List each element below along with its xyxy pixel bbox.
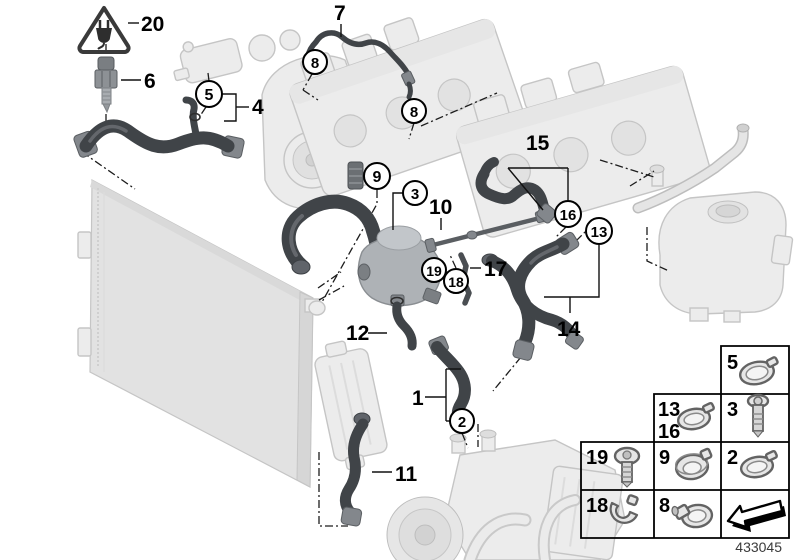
callout-5[interactable]: 5 xyxy=(195,80,223,108)
expansion-tank-ghost xyxy=(658,191,794,323)
legend-cell-5[interactable]: 5 xyxy=(727,352,782,387)
callout-6[interactable]: 6 xyxy=(144,70,156,93)
callout-lines xyxy=(121,22,600,473)
hose-clamp-icon xyxy=(739,356,779,386)
callout-8-right[interactable]: 8 xyxy=(401,98,427,124)
svg-text:2: 2 xyxy=(727,447,738,469)
legend-cell-13-16[interactable]: 13 16 xyxy=(658,399,717,443)
callout-14[interactable]: 14 xyxy=(557,318,581,341)
svg-text:13: 13 xyxy=(591,224,608,241)
oil-cooler-hose-part11[interactable] xyxy=(339,412,371,527)
circled-callouts: 5 8 8 9 3 16 13 19 xyxy=(195,49,613,434)
callout-3[interactable]: 3 xyxy=(402,180,428,206)
svg-text:8: 8 xyxy=(659,495,670,517)
legend-cell-2[interactable]: 2 xyxy=(727,447,780,480)
legend-cell-9[interactable]: 9 xyxy=(659,447,715,481)
callout-18[interactable]: 18 xyxy=(443,268,469,294)
coolant-pipe-ghost xyxy=(632,123,750,214)
callout-2[interactable]: 2 xyxy=(449,408,475,434)
callout-20[interactable]: 20 xyxy=(141,13,164,36)
callout-19[interactable]: 19 xyxy=(421,257,447,283)
hose-clamp-band-icon xyxy=(674,447,713,481)
legend-cell-3[interactable]: 3 xyxy=(727,393,770,438)
callout-12[interactable]: 12 xyxy=(346,322,369,345)
svg-text:8: 8 xyxy=(410,104,418,121)
svg-text:5: 5 xyxy=(727,352,738,374)
callout-17[interactable]: 17 xyxy=(484,258,507,281)
fasteners-legend-table: 5 13 16 3 xyxy=(580,345,790,539)
legend-cell-19[interactable]: 19 xyxy=(586,446,641,488)
callout-8-left[interactable]: 8 xyxy=(302,49,328,75)
svg-text:19: 19 xyxy=(426,263,442,279)
hose-clamp-icon xyxy=(676,401,715,431)
svg-text:19: 19 xyxy=(586,447,608,469)
retaining-clip-icon xyxy=(609,494,639,524)
hex-bolt-icon xyxy=(746,393,770,438)
callout-13[interactable]: 13 xyxy=(585,217,613,245)
heater-hoses-part13-14[interactable] xyxy=(481,231,585,361)
callout-10[interactable]: 10 xyxy=(429,196,452,219)
hose-clamp-icon xyxy=(739,449,778,479)
worm-drive-clamp-icon xyxy=(671,503,714,529)
callout-7[interactable]: 7 xyxy=(334,2,346,25)
svg-text:2: 2 xyxy=(458,414,466,431)
svg-text:18: 18 xyxy=(586,495,608,517)
thermostat-hose-group[interactable] xyxy=(281,161,442,307)
hose-part12[interactable] xyxy=(390,294,417,351)
diagram-number: 433045 xyxy=(735,539,782,555)
radiator-ghost xyxy=(77,179,326,488)
callout-4[interactable]: 4 xyxy=(252,96,264,119)
pan-head-screw-icon xyxy=(613,446,641,488)
radiator-hose-part4[interactable] xyxy=(73,96,245,159)
reservoir-ghost xyxy=(173,38,243,84)
legend-cell-arrow[interactable] xyxy=(726,499,786,532)
svg-text:16: 16 xyxy=(560,207,577,224)
callout-labels: 20 6 4 7 10 15 17 12 14 1 11 xyxy=(141,2,581,486)
svg-text:3: 3 xyxy=(411,186,419,203)
svg-text:9: 9 xyxy=(659,447,670,469)
legend-cell-8[interactable]: 8 xyxy=(659,495,714,530)
electrical-plug-icon xyxy=(96,20,112,50)
svg-text:13: 13 xyxy=(658,399,680,421)
temperature-sensor-part6[interactable] xyxy=(94,56,118,114)
svg-text:8: 8 xyxy=(311,55,319,72)
callout-16[interactable]: 16 xyxy=(554,200,582,228)
svg-text:3: 3 xyxy=(727,399,738,421)
svg-text:9: 9 xyxy=(373,169,382,186)
legend-cell-18[interactable]: 18 xyxy=(586,494,639,524)
callout-9[interactable]: 9 xyxy=(363,162,391,190)
water-pump-assembly-ghost xyxy=(386,429,626,560)
callout-15[interactable]: 15 xyxy=(526,132,550,155)
warning-triangle-icon xyxy=(77,6,131,54)
svg-text:18: 18 xyxy=(448,274,464,290)
callout-1[interactable]: 1 xyxy=(412,387,424,410)
direction-arrow-icon xyxy=(726,499,786,532)
svg-text:5: 5 xyxy=(205,87,214,104)
svg-text:16: 16 xyxy=(658,421,680,443)
callout-11[interactable]: 11 xyxy=(395,463,418,486)
